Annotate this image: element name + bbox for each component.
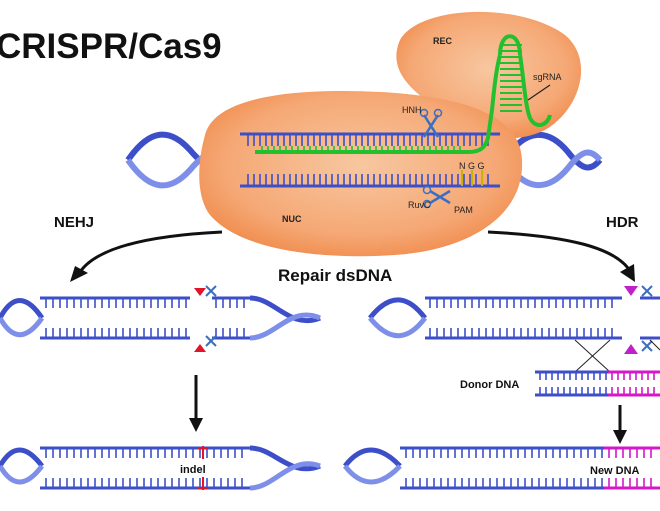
triangle-marker-icon bbox=[194, 344, 206, 352]
arrow-icon bbox=[613, 430, 627, 444]
scissors-icon bbox=[422, 185, 451, 209]
hdr-cut-dna bbox=[368, 285, 660, 373]
triangle-marker-icon bbox=[194, 288, 206, 296]
pam-label: PAM bbox=[454, 205, 473, 215]
diagram-title: CRISPR/Cas9 bbox=[0, 27, 222, 66]
nuc-label: NUC bbox=[282, 214, 302, 224]
hdr-label: HDR bbox=[606, 214, 639, 231]
donor-dna-label: Donor DNA bbox=[460, 379, 519, 391]
sgrna-label: sgRNA bbox=[533, 72, 562, 82]
nehj-repaired-dna bbox=[0, 445, 321, 491]
ruvc-label: RuvC bbox=[408, 200, 431, 210]
nuc-lobe bbox=[199, 91, 523, 257]
nehj-cut-dna bbox=[0, 285, 321, 352]
top-dna-duplex bbox=[240, 132, 500, 188]
scissors-icon bbox=[641, 285, 653, 297]
hdr-repaired-dna bbox=[343, 446, 660, 490]
arrow-icon bbox=[70, 266, 88, 282]
new-dna-label: New DNA bbox=[590, 465, 640, 477]
arrow-icon bbox=[189, 418, 203, 432]
arrow-icon bbox=[487, 230, 630, 269]
top-dna-right-helix bbox=[502, 132, 603, 188]
triangle-marker-icon bbox=[624, 286, 638, 296]
scissors-icon bbox=[205, 285, 217, 297]
repair-label: Repair dsDNA bbox=[278, 266, 392, 285]
arrow-icon bbox=[620, 264, 635, 282]
rec-label: REC bbox=[433, 36, 453, 46]
donor-dna bbox=[535, 370, 660, 397]
sgrna-strand bbox=[255, 34, 552, 154]
nehj-label: NEHJ bbox=[54, 214, 94, 231]
scissors-icon bbox=[641, 340, 653, 352]
pam-marks bbox=[461, 170, 483, 186]
ngg-label: N G G bbox=[459, 161, 485, 171]
scissors-icon bbox=[419, 108, 443, 138]
hnh-label: HNH bbox=[402, 105, 422, 115]
cas9-complex: REC NUC sgRNA HNH RuvC PAM N G G bbox=[125, 11, 603, 257]
scissors-icon bbox=[205, 335, 217, 347]
indel-label: indel bbox=[180, 464, 206, 476]
arrow-icon bbox=[78, 230, 223, 273]
triangle-marker-icon bbox=[624, 344, 638, 354]
